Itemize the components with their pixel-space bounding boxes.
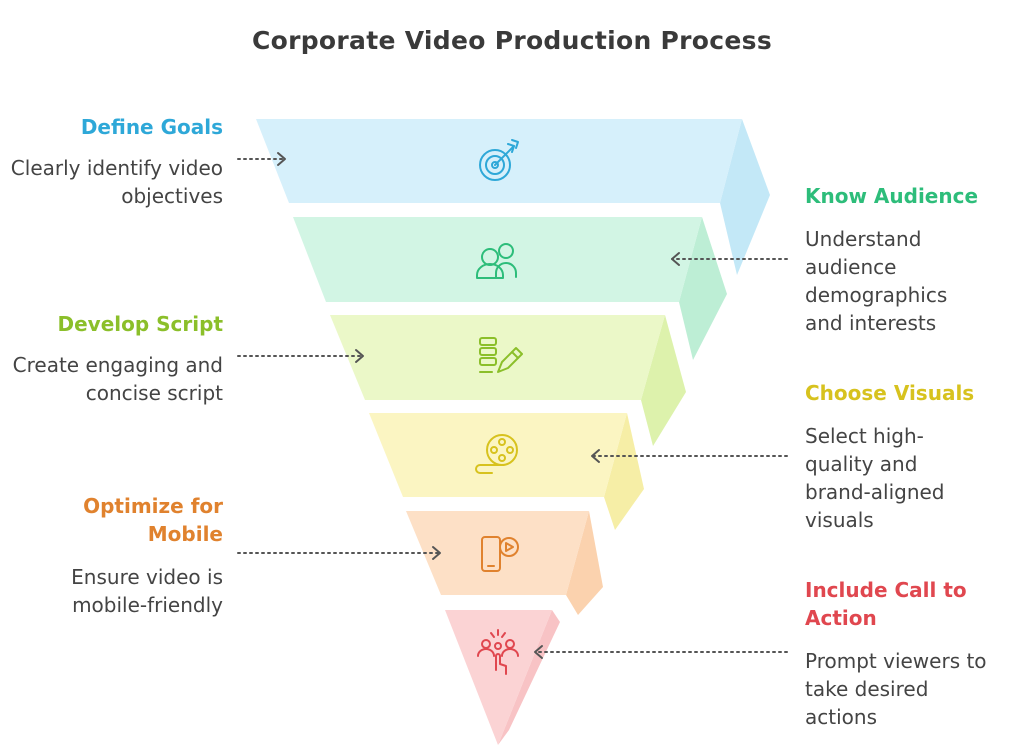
- connector-optimize-for-mobile: [237, 546, 441, 560]
- film-reel-icon: [475, 434, 518, 474]
- connector-know-audience: [671, 252, 788, 266]
- connector-develop-script: [237, 349, 364, 363]
- funnel-layer-side: [679, 217, 727, 360]
- funnel-layer-optimize-for-mobile: [406, 511, 603, 615]
- funnel-layer-side: [566, 511, 603, 615]
- stage-heading-choose-visuals: Choose Visuals: [805, 381, 975, 405]
- stage-heading-include-call-to-action: Include Call to Action: [805, 578, 967, 630]
- funnel-layer-front: [406, 511, 589, 595]
- connector-define-goals: [237, 152, 286, 166]
- script-pencil-icon: [479, 337, 523, 373]
- stage-description-choose-visuals: Select high-quality and brand-aligned vi…: [805, 424, 945, 532]
- funnel-layer-choose-visuals: [369, 413, 644, 530]
- funnel-layer-include-call-to-action: [445, 610, 560, 745]
- connector-choose-visuals: [591, 449, 788, 463]
- stage-heading-know-audience: Know Audience: [805, 184, 979, 208]
- funnel-layer-front: [330, 315, 665, 400]
- stage-heading-define-goals: Define Goals: [80, 115, 223, 139]
- stage-description-develop-script: Create engaging and concise script: [12, 353, 223, 405]
- funnel-layer-side: [498, 610, 560, 745]
- stage-description-know-audience: Understand audience demographics and int…: [805, 227, 948, 335]
- funnel-layer-front: [445, 610, 552, 745]
- funnel-layer-side: [720, 119, 770, 275]
- mobile-video-icon: [481, 536, 519, 572]
- funnel-layer-front: [369, 413, 627, 497]
- stage-description-optimize-for-mobile: Ensure video is mobile-friendly: [71, 565, 223, 617]
- target-arrow-icon: [479, 139, 519, 181]
- connector-include-call-to-action: [534, 645, 788, 659]
- click-people-icon: [477, 629, 519, 675]
- stage-heading-optimize-for-mobile: Optimize for Mobile: [83, 494, 223, 546]
- stage-description-include-call-to-action: Prompt viewers to take desired actions: [805, 649, 987, 729]
- stage-description-define-goals: Clearly identify video objectives: [10, 156, 223, 208]
- stage-heading-develop-script: Develop Script: [57, 312, 224, 336]
- page-title: Corporate Video Production Process: [251, 26, 773, 55]
- funnel-layer-side: [604, 413, 644, 530]
- people-audience-icon: [476, 243, 517, 279]
- funnel-layer-develop-script: [330, 315, 686, 446]
- funnel-layer-side: [641, 315, 686, 446]
